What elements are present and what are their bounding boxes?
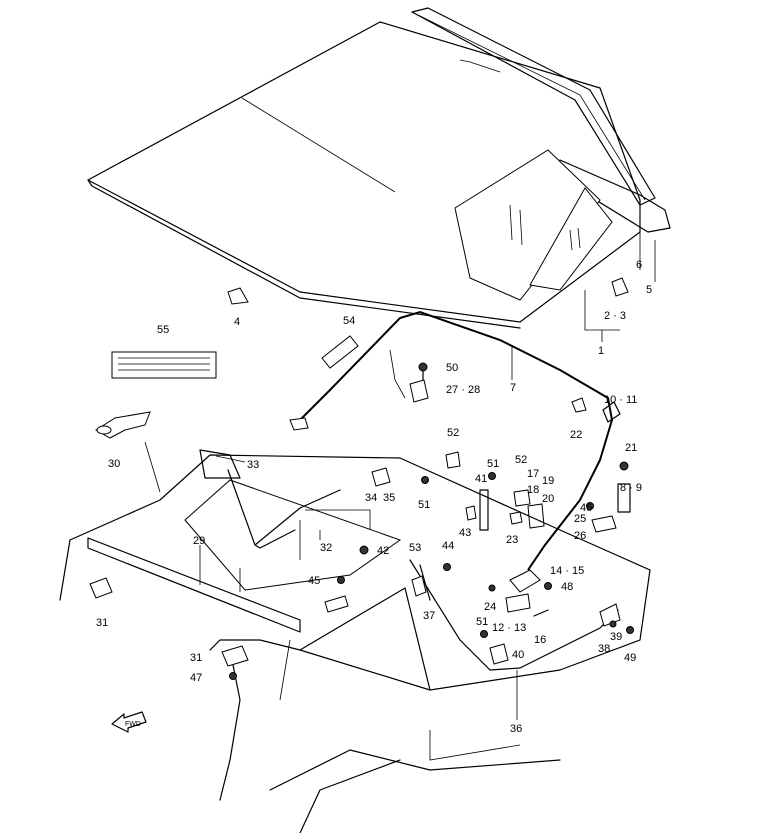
part-52-clip-upper (445, 451, 461, 469)
part-55-caution-label (111, 351, 217, 379)
part-53-clip (411, 575, 427, 597)
part-22-clip (571, 397, 587, 413)
part-51-screw-b (488, 472, 496, 480)
part-21-screw (619, 461, 629, 471)
label-45: 45 (308, 575, 320, 587)
label-51a: 51 (418, 499, 430, 511)
part-12-13-striker (505, 593, 531, 613)
label-34: 34 (365, 492, 377, 504)
label-48: 48 (561, 581, 573, 593)
label-44: 44 (442, 540, 454, 552)
part-46-screw (586, 502, 594, 510)
part-39-nut (609, 620, 617, 628)
label-31a: 31 (96, 617, 108, 629)
label-35: 35 (383, 492, 395, 504)
label-7: 7 (510, 382, 516, 394)
part-31-bracket-upper (89, 577, 113, 599)
part-31-bracket-lower (221, 645, 249, 667)
label-47: 47 (190, 672, 202, 684)
label-38: 38 (598, 643, 610, 655)
label-18: 18 (527, 484, 539, 496)
label-20: 20 (542, 493, 554, 505)
label-21: 21 (625, 442, 637, 454)
label-16: 16 (534, 634, 546, 646)
label-49: 49 (624, 652, 636, 664)
part-14-15-latch (509, 569, 541, 593)
label-36: 36 (510, 723, 522, 735)
part-27-28-bracket (409, 379, 429, 403)
part-40-bracket (489, 643, 509, 665)
label-53: 53 (409, 542, 421, 554)
part-41-strip (479, 489, 489, 531)
label-10-11: 10 · 11 (604, 394, 637, 406)
label-22: 22 (570, 429, 582, 441)
label-6: 6 (636, 259, 642, 271)
part-42-nut (359, 545, 369, 555)
fwd-label: FWD (125, 721, 141, 728)
label-32: 32 (320, 542, 332, 554)
label-25: 25 (574, 513, 586, 525)
part-34-35-bracket (371, 467, 391, 487)
part-44-screw (443, 563, 451, 571)
part-2-3-clip (611, 277, 629, 297)
part-7-weatherstrip (294, 310, 614, 571)
part-25-26-bracket (591, 515, 617, 533)
part-54-grip (321, 335, 359, 369)
label-29: 29 (193, 535, 205, 547)
label-39: 39 (610, 631, 622, 643)
part-45-screw (337, 576, 345, 584)
label-42: 42 (377, 545, 389, 557)
label-5: 5 (646, 284, 652, 296)
label-52b: 52 (515, 454, 527, 466)
part-20-bracket (527, 503, 545, 529)
label-54: 54 (343, 315, 355, 327)
part-50-screw (418, 362, 428, 372)
part-51-screw-c (480, 630, 488, 638)
label-14-15: 14 · 15 (550, 565, 584, 577)
part-47-screw (229, 672, 237, 680)
label-19: 19 (542, 475, 554, 487)
label-24: 24 (484, 601, 496, 613)
part-51-screw-a (421, 476, 429, 484)
part-16-bolt (533, 609, 549, 617)
label-51c: 51 (476, 616, 488, 628)
label-31b: 31 (190, 652, 202, 664)
hardtop-roof-shell (87, 7, 671, 329)
label-55: 55 (157, 324, 169, 336)
fwd-arrow-icon: FWD (111, 711, 147, 733)
vehicle-body-frame (59, 449, 651, 833)
label-27-28: 27 · 28 (446, 384, 480, 396)
part-49-screw (626, 626, 634, 634)
label-51b: 51 (487, 458, 499, 470)
label-12-13: 12 · 13 (492, 622, 526, 634)
label-46: 46 (580, 502, 592, 514)
label-43: 43 (459, 527, 471, 539)
label-2-3: 2 · 3 (604, 310, 626, 322)
label-17: 17 (527, 468, 539, 480)
label-33: 33 (247, 459, 259, 471)
label-23: 23 (506, 534, 518, 546)
part-8-9-stay (617, 483, 631, 513)
part-38-hinge (599, 603, 621, 627)
label-1: 1 (598, 345, 604, 357)
label-26: 26 (574, 530, 586, 542)
label-40: 40 (512, 649, 524, 661)
label-8-9: 8 · 9 (620, 482, 642, 494)
label-4: 4 (234, 316, 240, 328)
label-30: 30 (108, 458, 120, 470)
part-43-clip (465, 505, 477, 521)
part-23-bracket (509, 511, 523, 525)
part-48-screw (544, 582, 552, 590)
label-41: 41 (475, 473, 487, 485)
label-52a: 52 (447, 427, 459, 439)
label-50: 50 (446, 362, 458, 374)
part-52-clip-lower (513, 489, 531, 507)
part-24-screw (488, 584, 496, 592)
label-37: 37 (423, 610, 435, 622)
part-4-clip (227, 287, 249, 305)
